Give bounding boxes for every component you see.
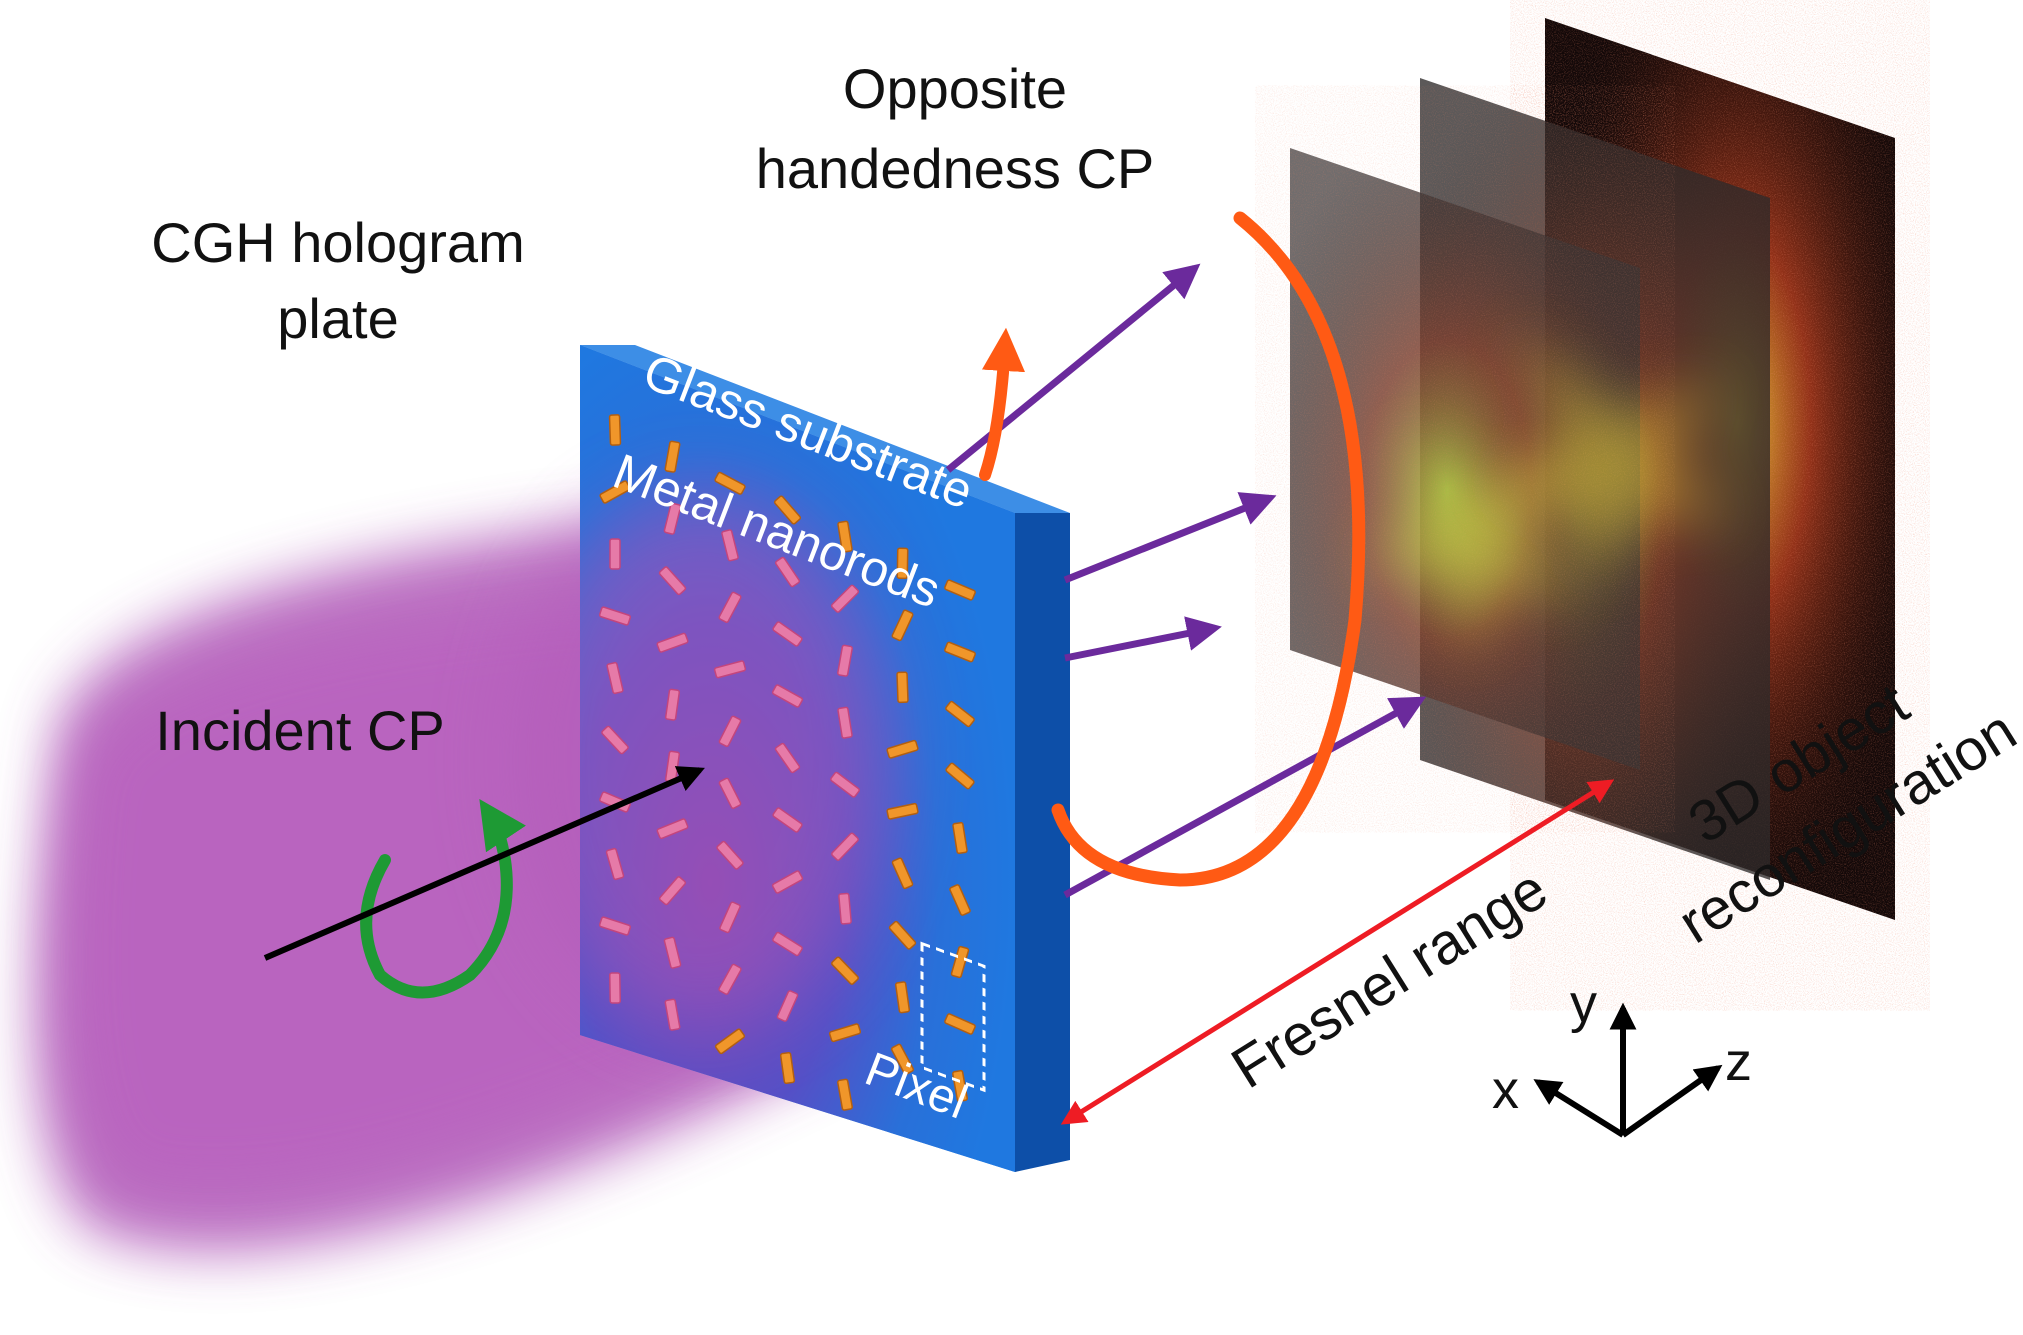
nanorod <box>663 502 682 535</box>
beam-overlay-on-plate <box>510 490 890 1030</box>
nanorod <box>886 739 919 759</box>
nanorod <box>721 529 739 562</box>
nanorod <box>944 641 976 663</box>
plate-top-edge <box>580 345 1070 513</box>
nanorod <box>837 706 853 739</box>
nanorod <box>658 566 687 596</box>
nanorod <box>773 495 802 525</box>
y-axis-label: y <box>1570 974 1597 1034</box>
nanorod <box>830 771 860 798</box>
nanorod <box>663 936 682 969</box>
nanorod <box>772 931 803 957</box>
incident-cp-label: Incident CP <box>155 699 445 762</box>
nanorod <box>945 762 975 790</box>
nanorod <box>830 584 860 613</box>
nanorod <box>952 821 968 855</box>
z-axis-arrow <box>1621 1064 1723 1138</box>
pixel-box <box>920 941 986 1093</box>
nanorod <box>949 884 971 916</box>
fresnel-range-arrow <box>1060 779 1615 1125</box>
nanorod <box>664 440 681 473</box>
nanorod <box>713 660 747 679</box>
nanorod <box>886 802 919 820</box>
nanorod <box>656 818 689 840</box>
z-axis-label: z <box>1725 1032 1752 1092</box>
hologram-screen-front <box>1290 148 1640 770</box>
nanorod <box>891 609 914 642</box>
purple-arrow-3 <box>1064 616 1222 662</box>
hologram-star-shape <box>1360 330 1730 650</box>
nanorod <box>890 1043 915 1075</box>
opposite-cp-label-line2: handedness CP <box>756 137 1155 200</box>
nanorod <box>718 591 742 623</box>
nanorod <box>772 621 803 647</box>
nanorod <box>609 972 621 1004</box>
nanorod <box>716 840 744 870</box>
nanorod <box>598 606 632 626</box>
nanorod <box>608 414 622 446</box>
nanorod <box>601 725 629 755</box>
nanorod <box>774 556 801 588</box>
labels: Opposite handedness CP CGH hologram plat… <box>151 57 2023 1130</box>
nanorod <box>714 1028 746 1055</box>
nanorod <box>772 807 803 833</box>
nanorod <box>774 742 801 774</box>
nanorod <box>599 480 631 504</box>
nanorod <box>888 920 917 950</box>
nanorod <box>714 471 746 495</box>
purple-arrow-2 <box>1063 492 1277 584</box>
x-axis-label: x <box>1492 1060 1519 1120</box>
nanorod <box>837 1078 853 1111</box>
nanorod <box>779 1051 796 1085</box>
nanorod <box>718 777 742 809</box>
nanorod <box>828 1023 862 1043</box>
nanorod <box>837 520 853 553</box>
nanorod <box>609 538 621 570</box>
nanorod <box>606 661 624 695</box>
nanorod <box>776 990 799 1022</box>
purple-arrow-1 <box>945 263 1201 473</box>
plate-side-edge <box>1015 513 1070 1172</box>
nanorod <box>656 632 689 653</box>
nanorod <box>831 832 859 861</box>
nanorod <box>950 945 970 979</box>
nanorod <box>718 715 742 747</box>
nanorod <box>952 1069 968 1103</box>
nanorod <box>944 579 976 601</box>
nanorod <box>837 644 853 677</box>
nanorod <box>718 963 742 995</box>
nanorod <box>944 1013 976 1035</box>
x-axis-arrow <box>1533 1079 1625 1138</box>
nanorod <box>605 847 625 881</box>
nanorod <box>945 700 975 728</box>
nanorod <box>598 916 632 936</box>
nanorod <box>896 671 909 704</box>
nanorod <box>831 956 859 985</box>
nanorod <box>891 857 914 890</box>
nanorod <box>658 876 687 906</box>
coordinate-axes: y x z <box>1492 974 1752 1138</box>
cgh-label-line2: plate <box>277 287 398 350</box>
nanorod <box>896 547 909 580</box>
nanorod <box>771 684 804 708</box>
hologram-screens <box>1290 18 1895 920</box>
nanorod <box>894 981 911 1014</box>
opposite-cp-label-line1: Opposite <box>843 57 1067 120</box>
nanorod <box>664 688 681 721</box>
nanorod <box>664 998 681 1031</box>
nanorod-array <box>598 414 976 1111</box>
incident-direction-arrow <box>263 766 705 961</box>
nanorod <box>838 892 852 925</box>
cgh-label-line1: CGH hologram <box>151 211 524 274</box>
incident-polarization <box>263 766 705 999</box>
nanorod <box>719 901 741 934</box>
nanorod <box>771 870 804 894</box>
